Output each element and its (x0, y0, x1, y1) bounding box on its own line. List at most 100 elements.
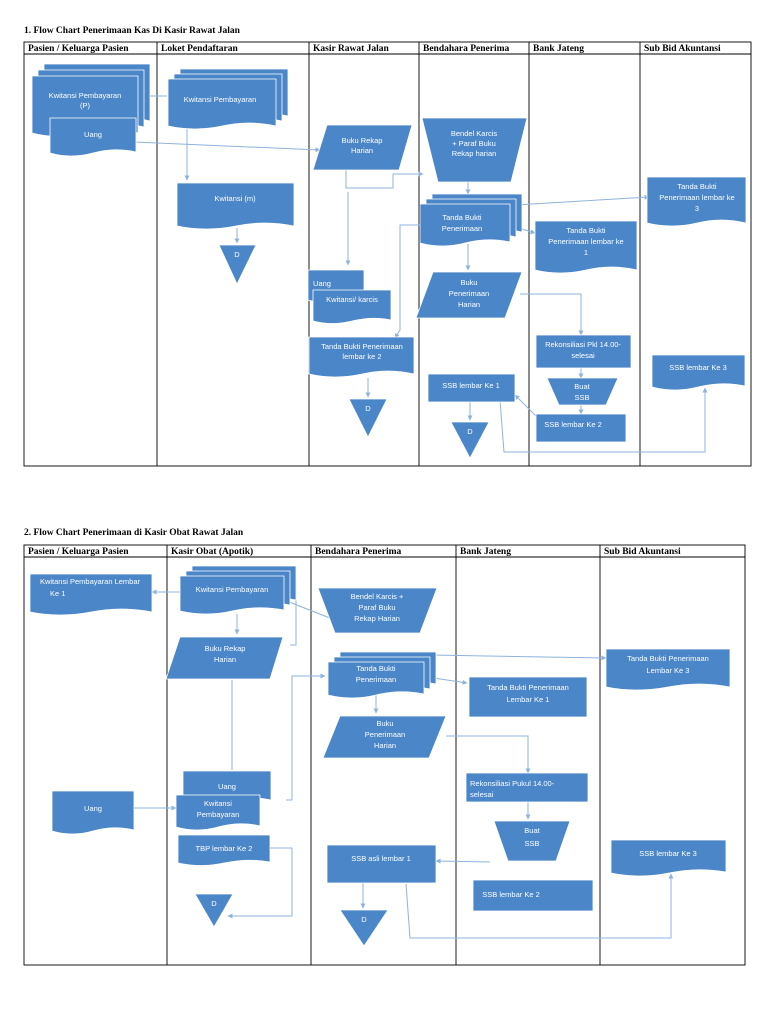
node-label: Kwitansi Pembayaran (184, 95, 257, 104)
node-label: Harian (458, 300, 480, 309)
node-label: 1 (584, 248, 588, 257)
node-label: Penerimaan (442, 224, 482, 233)
node-tanda-bukti-ke3: Tanda Bukti Penerimaan Lembar Ke 3 (605, 648, 731, 691)
flowchart-2: 2. Flow Chart Penerimaan di Kasir Obat R… (23, 528, 746, 966)
lane-header-bendahara: Bendahara Penerima (423, 44, 510, 54)
node-label: Rekonsiliasi Pkl 14.00- (545, 340, 621, 349)
node-buku-penerimaan-harian: Buku Penerimaan Harian (322, 715, 447, 759)
node-label: SSB lembar Ke 3 (639, 849, 697, 858)
node-label: lembar ke 2 (342, 352, 381, 361)
node-label: Buat (524, 826, 540, 835)
node-label: Pembayaran (197, 810, 240, 819)
node-offpage-d-loket: D (218, 244, 257, 285)
chart-1-frame (23, 41, 752, 467)
node-bendel-karcis: Bendel Karcis + Paraf Buku Rekap harian (421, 117, 528, 183)
node-label: Uang (84, 130, 102, 139)
node-label: SSB lembar Ke 2 (482, 890, 540, 899)
node-label: Kwitansi Pembayaran (196, 585, 269, 594)
node-rekonsiliasi: Rekonsiliasi Pkl 14.00- selesai (535, 334, 632, 369)
node-label: Bendel Karcis (451, 129, 498, 138)
node-label: D (234, 250, 240, 259)
chart-2-connectors (134, 580, 674, 939)
node-tanda-bukti-ke3: Tanda Bukti Penerimaan lembar ke 3 (646, 176, 747, 227)
node-label: SSB lembar Ke 3 (669, 363, 727, 372)
node-kwitansi-lembar-1: Kwitansi Pembayaran Lembar Ke 1 (29, 573, 153, 616)
chart-2-title: 2. Flow Chart Penerimaan di Kasir Obat R… (24, 528, 244, 538)
node-label: SSB lembar Ke 1 (442, 381, 500, 390)
node-label: D (361, 915, 367, 924)
node-label: + Paraf Buku (452, 139, 496, 148)
node-ssb-asli-lembar-1: SSB asli lembar 1 (326, 844, 437, 884)
lane-header-pasien: Pasien / Keluarga Pasien (28, 44, 129, 54)
node-label: Lembar Ke 1 (507, 695, 550, 704)
node-label: Penerimaan lembar ke (548, 237, 623, 246)
node-label: Tanda Bukti (566, 226, 606, 235)
node-label: Tanda Bukti (356, 664, 396, 673)
node-label: SSB lembar Ke 2 (544, 420, 602, 429)
lane-header-loket: Loket Pendaftaran (161, 44, 239, 54)
node-label: Penerimaan (356, 675, 396, 684)
node-label: Harian (374, 741, 396, 750)
node-label: Penerimaan (449, 289, 489, 298)
node-label: Ke 1 (50, 589, 65, 598)
node-uang: Uang (49, 117, 137, 157)
node-label: Penerimaan (365, 730, 405, 739)
chart-1-connectors (133, 95, 708, 453)
node-label: Tanda Bukti (442, 213, 482, 222)
node-label: 3 (695, 204, 699, 213)
node-ssb-lembar-3: SSB lembar Ke 3 (610, 839, 727, 877)
node-label: D (467, 427, 473, 436)
node-ssb-lembar-1: SSB lembar Ke 1 (427, 373, 516, 403)
node-rekonsiliasi: Rekonsiliasi Pukul 14.00- selesai (465, 772, 589, 803)
node-label: SSB asli lembar 1 (351, 854, 411, 863)
node-label: Tanda Bukti Penerimaan (627, 654, 709, 663)
node-buku-rekap-harian: Buku Rekap Harian (312, 124, 413, 171)
node-label: D (365, 404, 371, 413)
node-label: Harian (351, 146, 373, 155)
lane-header-akuntansi: Sub Bid Akuntansi (604, 547, 681, 557)
node-offpage-d-bendahara: D (450, 421, 490, 459)
node-offpage-d-kasir: D (348, 398, 388, 438)
node-label: Kwitansi Pembayaran (49, 91, 122, 100)
node-label: Uang (313, 279, 331, 288)
node-kwitansi-loket: Kwitansi Pembayaran (167, 68, 289, 130)
chart-2-frame (23, 544, 746, 966)
lane-header-bendahara: Bendahara Penerima (315, 547, 402, 557)
node-kwitansi-kasir: Kwitansi Pembayaran (175, 794, 261, 831)
node-buat-ssb: Buat SSB (493, 820, 571, 862)
node-label: Kwitansi (m) (214, 194, 256, 203)
node-buku-penerimaan-harian: Buku Penerimaan Harian (415, 271, 523, 319)
node-label: Lembar Ke 3 (647, 666, 690, 675)
node-ssb-lembar-2: SSB lembar Ke 2 (472, 879, 594, 912)
node-label: Buat (574, 382, 590, 391)
node-tanda-bukti-penerimaan: Tanda Bukti Penerimaan (327, 651, 437, 699)
node-label: Tanda Bukti Penerimaan (487, 683, 569, 692)
node-label: SSB (524, 839, 539, 848)
node-kwitansi-karcis: Kwitansi/ karcis (312, 289, 392, 324)
node-label: Buku (460, 278, 477, 287)
node-label: Kwitansi/ karcis (326, 295, 378, 304)
lane-header-akuntansi: Sub Bid Akuntansi (644, 44, 721, 54)
node-label: Tanda Bukti Penerimaan (321, 342, 403, 351)
node-label: Bendel Karcis + (351, 592, 404, 601)
lane-header-bank: Bank Jateng (533, 44, 584, 54)
node-tanda-bukti-ke1: Tanda Bukti Penerimaan lembar ke 1 (534, 220, 638, 274)
node-ssb-lembar-3: SSB lembar Ke 3 (651, 354, 746, 391)
node-label: Uang (218, 782, 236, 791)
node-label: selesai (571, 351, 595, 360)
node-tanda-bukti-penerimaan: Tanda Bukti Penerimaan (419, 193, 523, 247)
chart-1-title: 1. Flow Chart Penerimaan Kas Di Kasir Ra… (24, 26, 241, 36)
node-label: SSB (574, 393, 589, 402)
node-label: Rekap Harian (354, 614, 400, 623)
flowchart-1: 1. Flow Chart Penerimaan Kas Di Kasir Ra… (23, 26, 752, 467)
node-label: Buku Rekap (205, 644, 246, 653)
node-offpage-d-bendahara: D (339, 909, 389, 947)
node-label: Rekonsiliasi Pukul 14.00- (470, 779, 555, 788)
lane-header-bank: Bank Jateng (460, 547, 511, 557)
node-label: Kwitansi Pembayaran Lembar (40, 577, 141, 586)
node-label: Rekap harian (452, 149, 497, 158)
node-tanda-bukti-ke1: Tanda Bukti Penerimaan Lembar Ke 1 (468, 676, 588, 718)
node-tanda-bukti-ke2: Tanda Bukti Penerimaan lembar ke 2 (308, 336, 415, 378)
node-label: Kwitansi (204, 799, 232, 808)
